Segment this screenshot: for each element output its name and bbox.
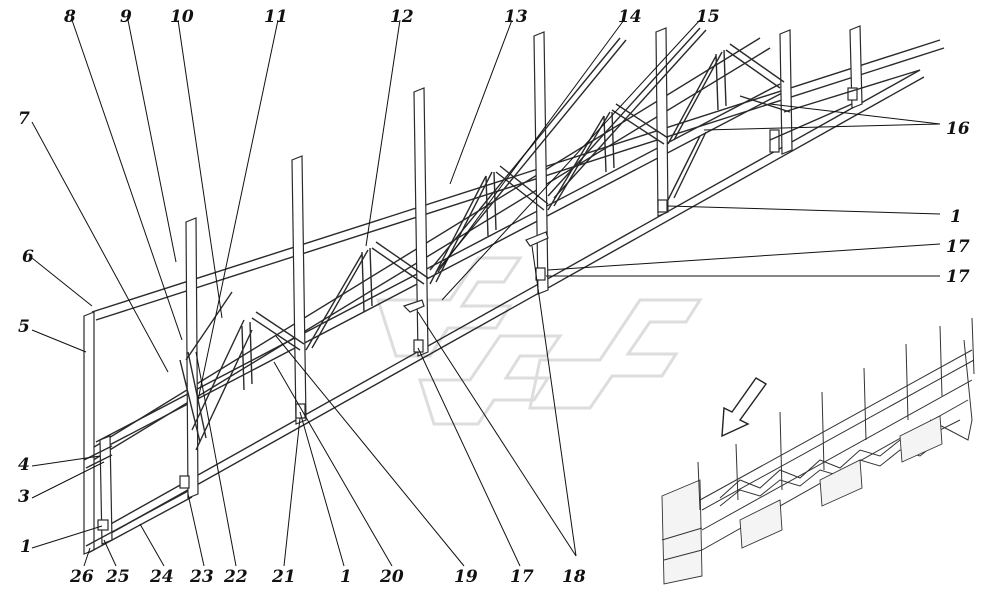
callout-15: 16 [946, 119, 970, 139]
callout-1-bottom: 1 [340, 567, 352, 587]
callout-1-right: 1 [950, 207, 962, 227]
callout-13: 14 [618, 7, 642, 27]
callout-10: 11 [264, 7, 288, 27]
watermark-logo [375, 256, 703, 426]
callout-21: 21 [271, 567, 296, 587]
callout-7: 8 [63, 7, 76, 27]
callout-1-left: 1 [20, 537, 32, 557]
callout-17-bottom: 17 [510, 567, 534, 587]
callout-2: 3 [18, 487, 30, 507]
side-frame-assembly [83, 25, 945, 555]
callout-5: 6 [22, 247, 34, 267]
callout-19: 19 [454, 567, 478, 587]
callout-24: 24 [149, 567, 174, 587]
callout-6: 7 [18, 109, 30, 129]
callout-26: 26 [69, 567, 94, 587]
callout-23: 23 [189, 567, 214, 587]
callout-16: 17 [946, 237, 970, 257]
callout-17-right: 17 [946, 267, 970, 287]
callout-18: 18 [562, 567, 586, 587]
callout-25: 25 [105, 567, 130, 587]
callout-22: 22 [223, 567, 248, 587]
callout-labels: 6 5 7 8 9 10 11 12 13 14 15 16 1 17 17 4… [18, 7, 970, 587]
leader-lines [31, 19, 941, 567]
callout-8: 9 [120, 7, 132, 27]
callout-20: 20 [379, 567, 404, 587]
callout-12: 13 [504, 7, 528, 27]
callout-14: 15 [696, 7, 720, 27]
callout-4: 5 [18, 317, 30, 337]
callout-9: 10 [170, 7, 194, 27]
callout-3: 4 [18, 455, 30, 475]
callout-11: 12 [390, 7, 414, 27]
view-direction-arrow-icon [721, 377, 768, 438]
inset-overview [661, 317, 975, 585]
